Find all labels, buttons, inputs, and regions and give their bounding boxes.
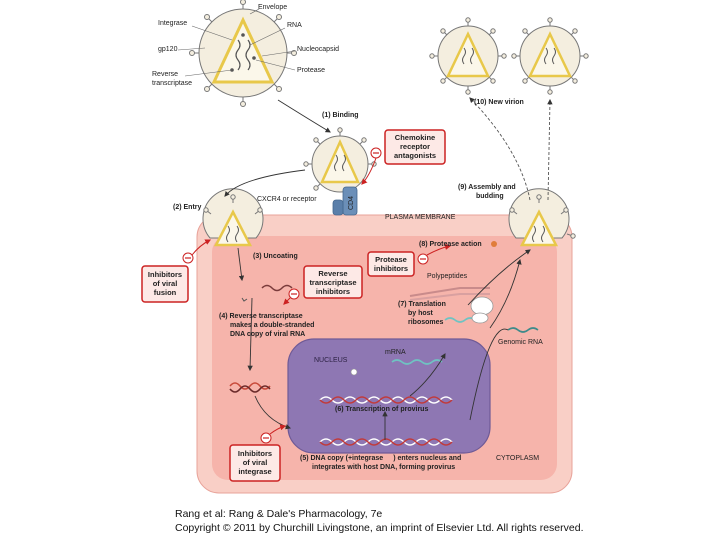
host-cell [196, 214, 573, 494]
step-binding: (1) Binding [322, 112, 359, 119]
virion-main [189, 0, 297, 107]
inhibitor-fusion-line2: of viral [153, 279, 178, 288]
dsdna-copy [229, 382, 271, 393]
cd4-receptor [332, 186, 358, 216]
label-cytoplasm: CYTOPLASM [496, 455, 539, 462]
caption-line-2: Copyright © 2011 by Churchill Livingston… [175, 522, 584, 534]
virion-entry [202, 188, 264, 247]
label-integrase: Integrase [158, 20, 187, 27]
label-polypeptides: Polypeptides [427, 273, 468, 280]
step-new-virion: (10) New virion [474, 99, 524, 106]
step-dna-1: (5) DNA copy (+integrase) enters nucleus… [300, 455, 461, 462]
label-nucleocapsid: Nucleocapsid [297, 46, 339, 53]
polypeptides [409, 287, 490, 301]
step-translation-1: (7) Translation [398, 301, 446, 308]
label-genomic-rna: Genomic RNA [498, 339, 543, 346]
inhibitor-protease-line1: Protease [375, 255, 407, 264]
step-translation-2: by host [408, 310, 434, 317]
virion-binding [303, 127, 377, 193]
label-cd4: CD4 [348, 196, 355, 210]
inhibitor-integrase-line2: of viral [243, 458, 268, 467]
inhibitor-chemokine-line3: antagonists [394, 151, 436, 160]
step-rt-3: DNA copy of viral RNA [230, 331, 305, 338]
step-translation-3: ribosomes [408, 319, 444, 326]
label-plasma-membrane: PLASMA MEMBRANE [385, 214, 456, 221]
inhibitor-fusion-line1: Inhibitors [148, 270, 182, 279]
inhibitor-rt-line1: Reverse [318, 269, 347, 278]
virion-leader-lines [177, 8, 296, 77]
caption-line-1: Rang et al: Rang & Dale's Pharmacology, … [175, 508, 383, 520]
inhibitor-rt-line3: inhibitors [316, 287, 350, 296]
virion-budding [508, 188, 576, 247]
inhibitor-integrase-line3: integrase [238, 467, 271, 476]
nucleus [287, 338, 491, 454]
label-protease: Protease [297, 67, 325, 74]
step-protease-action: (8) Protease action [419, 241, 482, 248]
inhibitor-fusion-line3: fusion [154, 288, 177, 297]
step-entry: (2) Entry [173, 204, 202, 211]
inhibitor-chemokine [361, 129, 446, 185]
inhibitor-rt-line2: transcriptase [309, 278, 356, 287]
step-transcription: (6) Transcription of provirus [335, 406, 428, 413]
step-rt-1: (4) Reverse transcriptase [219, 313, 303, 320]
label-nucleus: NUCLEUS [314, 357, 348, 364]
genomic-rna-strand [507, 327, 539, 333]
inhibitor-chemokine-line1: Chemokine [395, 133, 435, 142]
step-rt-2: makes a double-stranded [230, 322, 314, 329]
label-reverse-transcriptase-1: Reverse [152, 71, 178, 78]
viral-rna-uncoated [241, 284, 293, 302]
new-virion-2 [511, 17, 589, 95]
provirus-dna [319, 396, 453, 446]
label-mrna: mRNA [385, 349, 406, 356]
protease-dot [491, 241, 497, 247]
mrna-strand [391, 359, 443, 365]
label-rna: RNA [287, 22, 302, 29]
step-assembly-2: budding [476, 193, 504, 200]
inhibitor-protease [367, 244, 452, 277]
step-assembly-1: (9) Assembly and [458, 184, 516, 191]
label-gp120: gp120 [158, 46, 178, 53]
label-coreceptor: CXCR4 or receptor [257, 196, 317, 203]
inhibitor-chemokine-line2: receptor [400, 142, 430, 151]
translation-rna [444, 317, 476, 323]
step-dna-2: integrates with host DNA, forming provir… [312, 464, 455, 471]
label-envelope: Envelope [258, 4, 287, 11]
inhibitor-integrase-line1: Inhibitors [238, 449, 272, 458]
ribosome [470, 296, 494, 324]
inhibitor-protease-line2: inhibitors [374, 264, 408, 273]
inhibitor-integrase [229, 424, 287, 482]
integrase-dot [350, 368, 358, 376]
new-virion-1 [429, 17, 507, 95]
dashed-arrows [469, 97, 553, 201]
inhibitor-rt [283, 265, 363, 305]
step-uncoating: (3) Uncoating [253, 253, 298, 260]
inhibitor-fusion [141, 239, 212, 303]
label-reverse-transcriptase-2: transcriptase [152, 80, 192, 87]
